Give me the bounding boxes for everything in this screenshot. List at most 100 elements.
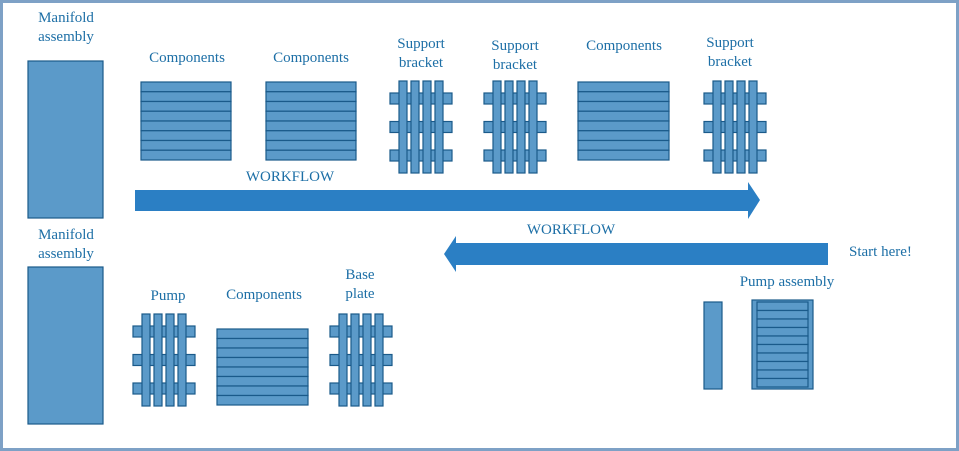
pump-bracket-vbar — [141, 313, 151, 407]
workflow-arrow-right — [135, 182, 760, 219]
support-bracket-3-vbar — [736, 80, 746, 174]
component-stack-4 — [216, 328, 309, 406]
base-plate-bracket-vbar — [338, 313, 348, 407]
component-stack-3-stripe — [577, 110, 670, 122]
component-stack-3-stripe — [577, 149, 670, 161]
component-stack-3-stripe — [577, 130, 670, 142]
base-plate-bracket-vbar — [350, 313, 360, 407]
component-stack-4-stripe — [216, 385, 309, 397]
pump-assembly-stack — [751, 299, 814, 390]
support-bracket-1-vbar — [398, 80, 408, 174]
workflow-arrow-left — [444, 236, 828, 272]
pump-assembly-stripe — [756, 301, 809, 312]
support-bracket-1-vbar — [434, 80, 444, 174]
pump-assembly-stripe — [756, 343, 809, 354]
pump-assembly-stripe — [756, 318, 809, 329]
top-row-label-6: Support bracket — [706, 35, 754, 70]
component-stack-2-stripe — [265, 139, 357, 151]
top-row-label-1: Components — [149, 50, 225, 66]
support-bracket-3-hbar — [703, 92, 767, 105]
component-stack-3-stripe — [577, 81, 670, 93]
workflow-upper-label: WORKFLOW — [245, 169, 335, 185]
support-bracket-2-vbar — [504, 80, 514, 174]
component-stack-1-stripe — [140, 120, 232, 132]
top-row-label-2: Components — [273, 50, 349, 66]
support-bracket-1-vbar — [410, 80, 420, 174]
start-here-label: Start here! — [849, 244, 912, 260]
support-bracket-1-hbar — [389, 92, 453, 105]
component-stack-3-stripe — [577, 139, 670, 151]
bottom-row-label-3: Base plate — [345, 267, 375, 302]
support-bracket-3 — [703, 80, 767, 174]
component-stack-4-stripe — [216, 394, 309, 406]
support-bracket-2-vbar — [516, 80, 526, 174]
base-plate-bracket-hbar — [329, 382, 393, 395]
support-bracket-2-hbar — [483, 120, 547, 134]
support-bracket-2-vbar — [528, 80, 538, 174]
pump-bracket-hbar — [132, 382, 196, 395]
component-stack-2-stripe — [265, 130, 357, 142]
component-stack-2-stripe — [265, 91, 357, 103]
pump-assembly-bar — [703, 301, 723, 390]
component-stack-2-stripe — [265, 110, 357, 122]
base-plate-bracket-hbar — [329, 325, 393, 338]
support-bracket-2-vbar — [492, 80, 502, 174]
component-stack-1-stripe — [140, 91, 232, 103]
component-stack-2-stripe — [265, 120, 357, 132]
support-bracket-2-hbar — [483, 149, 547, 162]
workflow-lower-label: WORKFLOW — [526, 222, 616, 238]
component-stack-1-stripe — [140, 81, 232, 93]
pump-assembly-stripe — [756, 309, 809, 320]
pump-assembly-stripe — [756, 360, 809, 371]
support-bracket-1 — [389, 80, 453, 174]
base-plate-bracket-hbar — [329, 353, 393, 367]
component-stack-4-stripe — [216, 356, 309, 368]
component-stack-1-stripe — [140, 100, 232, 112]
component-stack-3-stripe — [577, 120, 670, 132]
component-stack-4-stripe — [216, 347, 309, 359]
pump-bracket-vbar — [177, 313, 187, 407]
pump-assembly-stripe — [756, 377, 809, 388]
pump-assembly-stripe — [756, 369, 809, 380]
manifold-bottom-label: Manifold assembly — [38, 227, 94, 262]
component-stack-2-stripe — [265, 149, 357, 161]
component-stack-2-stripe — [265, 100, 357, 112]
support-bracket-1-hbar — [389, 149, 453, 162]
top-row-label-4: Support bracket — [491, 38, 539, 73]
component-stack-1-stripe — [140, 139, 232, 151]
support-bracket-2-hbar — [483, 92, 547, 105]
top-row-label-5: Components — [586, 38, 662, 54]
pump-bracket — [132, 313, 196, 407]
component-stack-4-stripe — [216, 337, 309, 349]
base-plate-bracket-vbar — [374, 313, 384, 407]
manifold-top-label: Manifold assembly — [38, 10, 94, 45]
component-stack-1 — [140, 81, 232, 161]
component-stack-4-stripe — [216, 375, 309, 387]
pump-assembly-stripe — [756, 352, 809, 363]
component-stack-2-stripe — [265, 81, 357, 93]
component-stack-1-stripe — [140, 110, 232, 122]
component-stack-2 — [265, 81, 357, 161]
component-stack-1-stripe — [140, 130, 232, 142]
component-stack-3-stripe — [577, 100, 670, 112]
manifold-block-top — [27, 60, 104, 219]
component-stack-4-stripe — [216, 328, 309, 340]
pump-assembly-stripe — [756, 335, 809, 346]
support-bracket-3-vbar — [748, 80, 758, 174]
pump-assembly-stripe — [756, 326, 809, 337]
support-bracket-2 — [483, 80, 547, 174]
top-row-label-3: Support bracket — [397, 36, 445, 71]
support-bracket-1-vbar — [422, 80, 432, 174]
support-bracket-3-hbar — [703, 149, 767, 162]
support-bracket-3-vbar — [712, 80, 722, 174]
pump-bracket-vbar — [165, 313, 175, 407]
pump-bracket-vbar — [153, 313, 163, 407]
bottom-row-label-1: Pump — [150, 288, 186, 304]
support-bracket-3-hbar — [703, 120, 767, 134]
support-bracket-1-hbar — [389, 120, 453, 134]
pump-assembly-label: Pump assembly — [739, 274, 835, 290]
component-stack-3 — [577, 81, 670, 161]
base-plate-bracket-vbar — [362, 313, 372, 407]
base-plate-bracket — [329, 313, 393, 407]
component-stack-4-stripe — [216, 366, 309, 378]
